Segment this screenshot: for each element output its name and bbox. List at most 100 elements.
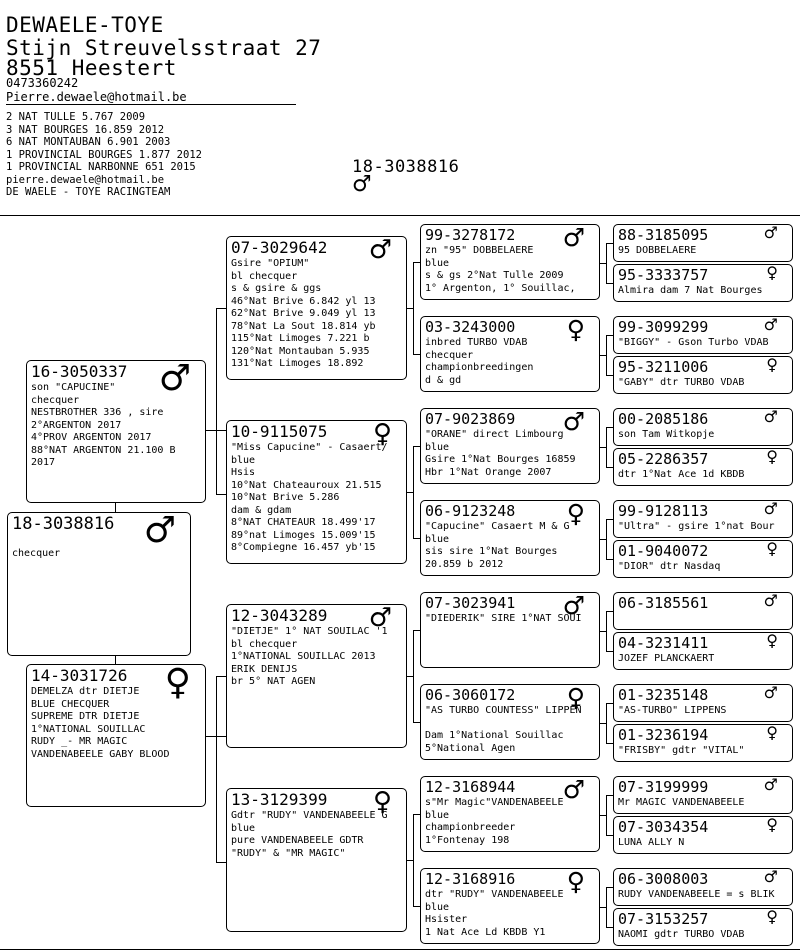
connector-line: [413, 354, 420, 355]
connector-line: [606, 283, 613, 284]
female-icon: ♀: [372, 420, 392, 449]
result-line: pierre.dewaele@hotmail.be: [6, 173, 165, 186]
pigeon-notes: dtr 1°Nat Ace 1d KBDB: [618, 469, 744, 482]
connector-line: [606, 703, 607, 743]
female-icon: ♀: [372, 788, 392, 817]
male-icon: ♂: [562, 224, 585, 252]
connector-line: [606, 887, 613, 888]
connector-line: [606, 927, 613, 928]
connector-line: [413, 630, 420, 631]
note-line: DEMELZA dtr DIETJE: [31, 686, 140, 697]
pigeon-notes: LUNA ALLY N: [618, 837, 684, 850]
note-line: "ORANE" direct Limbourg: [425, 429, 564, 440]
pigeon-notes: [618, 613, 624, 626]
pigeon-notes: "AS-TURBO" LIPPENS: [618, 705, 726, 718]
pigeon-card-subject: 18-3038816♂ checquer: [7, 512, 191, 656]
ring-number: 16-3050337: [31, 362, 128, 381]
connector-line: [606, 887, 607, 927]
female-icon: ♀: [566, 500, 585, 528]
note-line: "DIOR" dtr Nasdaq: [618, 561, 721, 572]
female-icon: ♀: [566, 684, 585, 712]
ring-number: 95-3333757: [618, 266, 709, 284]
note-line: "Ultra" - gsire 1°nat Bour: [618, 521, 775, 532]
ring-number: 07-3153257: [618, 910, 709, 928]
connector-line: [216, 862, 226, 863]
pigeon-card-gen4: 01-3235148♂"AS-TURBO" LIPPENS: [613, 684, 793, 722]
connector-line: [413, 262, 420, 263]
female-icon: ♀: [766, 540, 778, 558]
ring-number: 00-2085186: [618, 410, 709, 428]
connector-line: [606, 335, 613, 336]
note-line: "BIGGY" - Gson Turbo VDAB: [618, 337, 769, 348]
breeder-street: Stijn Streuvelsstraat 27: [6, 36, 322, 60]
male-icon: ♂: [143, 512, 176, 551]
pigeon-notes: "DIOR" dtr Nasdaq: [618, 561, 720, 574]
note-line: s"Mr Magic"VANDENABEELE: [425, 797, 564, 808]
pedigree-ring-number: 18-3038816: [352, 157, 460, 177]
connector-line: [413, 814, 420, 815]
note-line: d & gd: [425, 374, 462, 386]
connector-line: [600, 907, 606, 908]
note-line: 2°ARGENTON 2017: [31, 419, 122, 431]
pigeon-card-gen4: 95-3211006♀"GABY" dtr TURBO VDAB: [613, 356, 793, 394]
connector-line: [407, 676, 413, 677]
note-line: blue: [425, 533, 450, 545]
connector-line: [407, 492, 413, 493]
note-line: "Capucine" Casaert M & G: [425, 521, 570, 532]
note-line: blue: [425, 901, 450, 913]
connector-line: [413, 722, 420, 723]
ring-number: 10-9115075: [231, 422, 328, 441]
connector-line: [606, 795, 607, 835]
note-line: s & gsire & ggs: [231, 283, 322, 294]
note-line: 1°NATIONAL SOUILLAC: [31, 723, 146, 735]
pigeon-card-gen4: 88-3185095♂95 DOBBELAERE: [613, 224, 793, 262]
note-line: BLUE CHECQUER: [31, 698, 110, 710]
connector-line: [600, 539, 606, 540]
connector-line: [216, 308, 217, 494]
connector-line: [600, 447, 606, 448]
male-icon: ♂: [763, 224, 778, 242]
connector-line: [600, 815, 606, 816]
note-line: 10°Nat Chateauroux 21.515: [231, 479, 382, 491]
pigeon-notes: son Tam Witkopje: [618, 429, 714, 442]
ring-number: 14-3031726: [31, 666, 128, 685]
ring-number: 12-3168916: [425, 870, 516, 888]
connector-line: [606, 519, 613, 520]
ring-number: 03-3243000: [425, 318, 516, 336]
pigeon-notes: checquer: [12, 535, 60, 560]
pigeon-card-gen4: 06-3185561♂: [613, 592, 793, 630]
note-line: 2017: [31, 457, 56, 468]
male-icon: ♂: [763, 408, 778, 426]
ring-number: 99-3278172: [425, 226, 516, 244]
connector-line: [606, 335, 607, 375]
note-line: [618, 613, 624, 626]
note-line: s & gs 2°Nat Tulle 2009: [425, 270, 564, 281]
connector-line: [606, 559, 613, 560]
note-line: "FRISBY" gdtr "VITAL": [618, 745, 745, 756]
note-line: 5°National Agen: [425, 742, 516, 754]
pigeon-card-gen2: 10-9115075♀"Miss Capucine" - Casaert/blu…: [226, 420, 407, 564]
note-line: son "CAPUCINE": [31, 382, 116, 393]
ring-number: 01-3236194: [618, 726, 709, 744]
pigeon-notes: "GABY" dtr TURBO VDAB: [618, 377, 744, 390]
note-line: Almira dam 7 Nat Bourges: [618, 285, 763, 296]
male-icon: ♂: [562, 408, 585, 436]
pigeon-card-gen4: 05-2286357♀dtr 1°Nat Ace 1d KBDB: [613, 448, 793, 486]
note-line: championbreeder: [425, 822, 516, 833]
ring-number: 99-9128113: [618, 502, 709, 520]
female-icon: ♀: [766, 632, 778, 650]
note-line: VANDENABEELE GABY BLOOD: [31, 748, 170, 760]
result-line: 1 PROVINCIAL BOURGES 1.877 2012: [6, 148, 202, 161]
connector-line: [413, 538, 420, 539]
note-line: RUDY _- MR MAGIC: [31, 736, 128, 747]
pigeon-notes: Mr MAGIC VANDENABEELE: [618, 797, 744, 810]
connector-line: [115, 656, 116, 664]
note-line: 89°nat Limoges 15.009'15: [231, 529, 376, 541]
note-line: br 5° NAT AGEN: [231, 676, 316, 687]
